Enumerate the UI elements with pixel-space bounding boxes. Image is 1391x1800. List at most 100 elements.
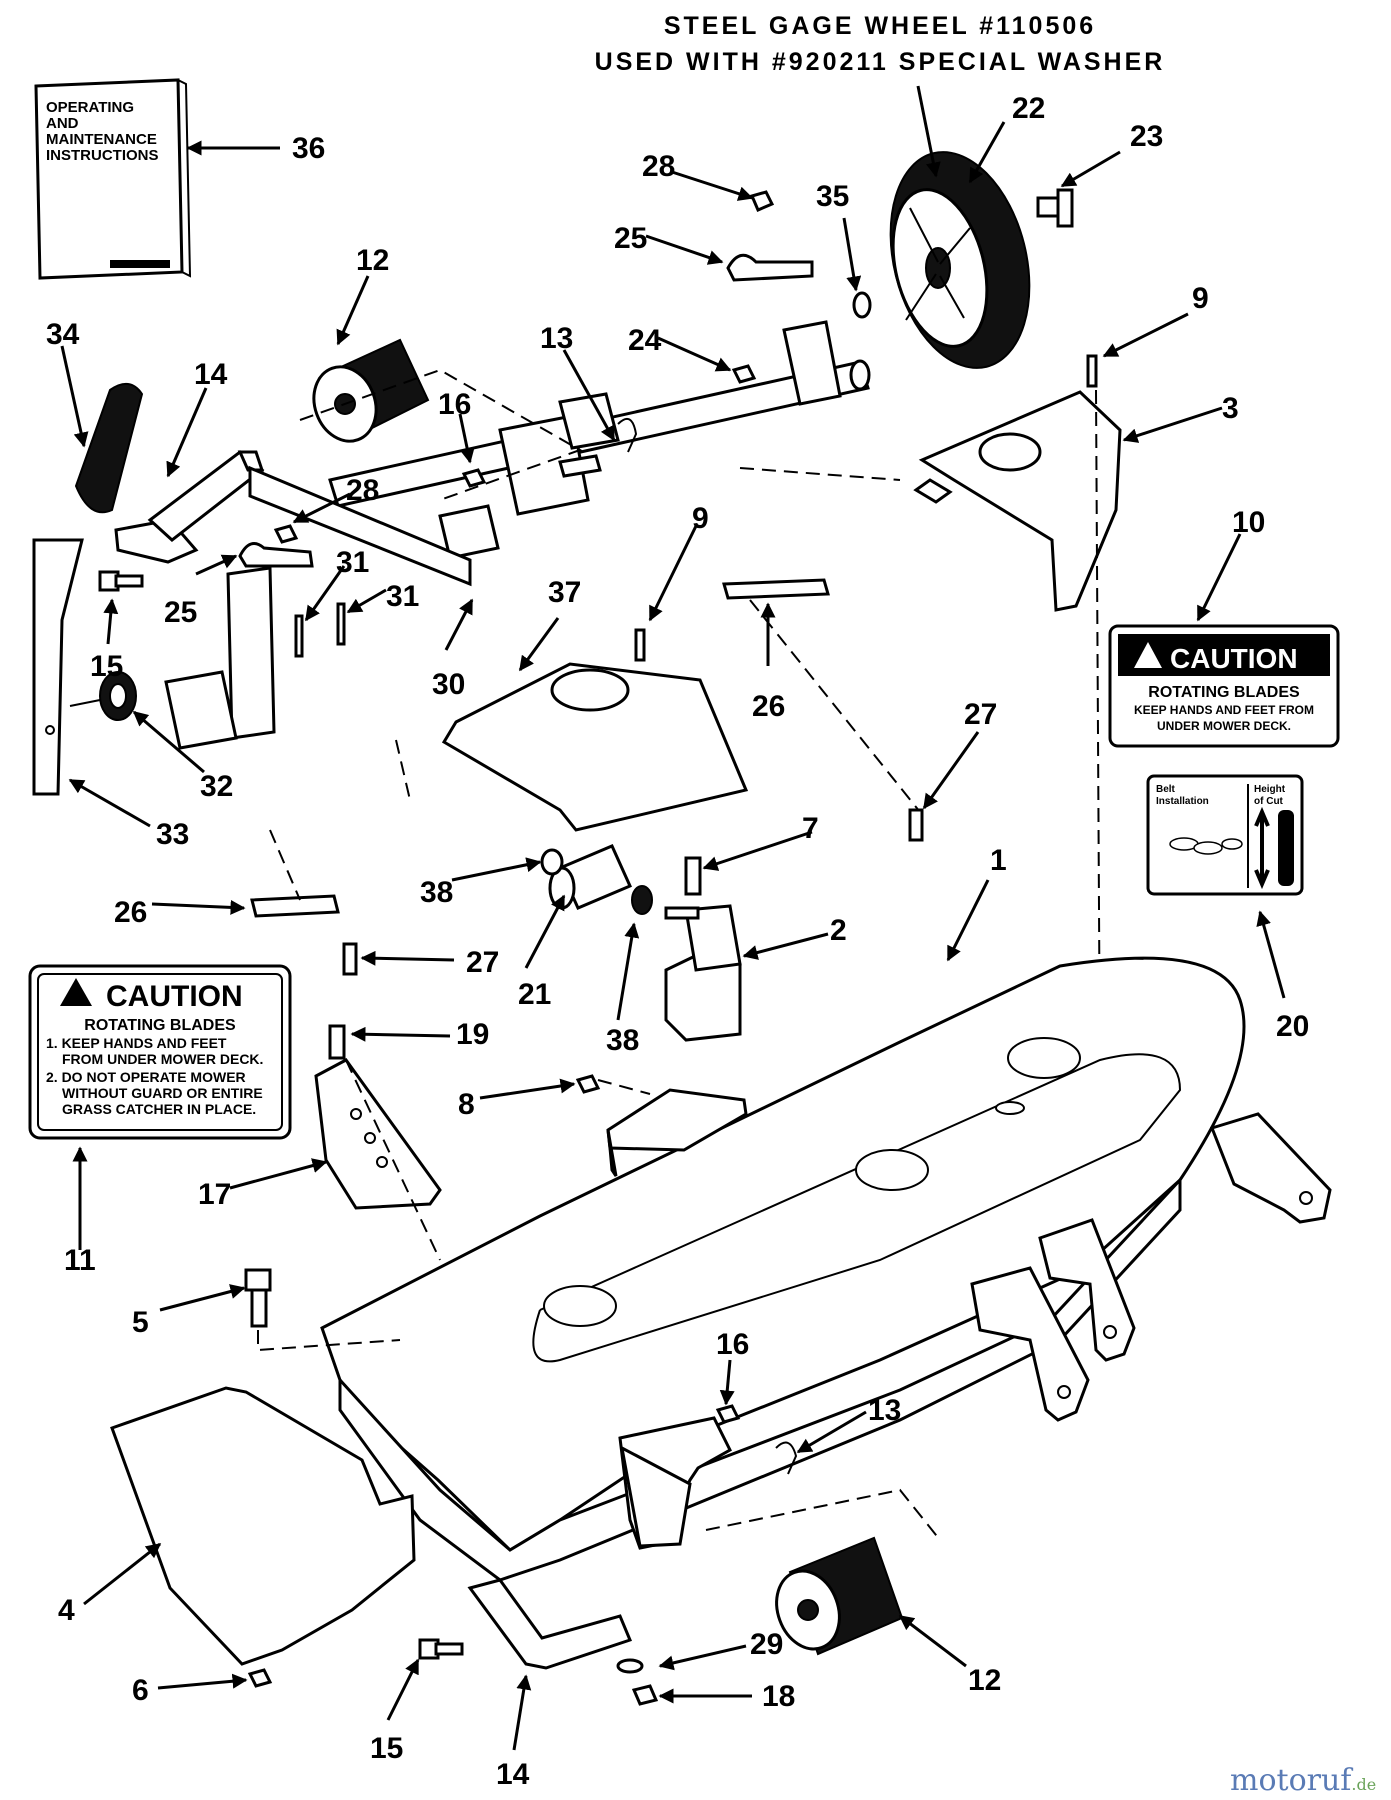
decal-11-line-6: GRASS CATCHER IN PLACE. <box>62 1101 256 1117</box>
decal-11-line-2: 1. KEEP HANDS AND FEET <box>46 1035 227 1051</box>
spindle-cover-3 <box>918 390 1122 612</box>
roller-top <box>312 338 430 443</box>
callout-6: 6 <box>132 1674 149 1707</box>
callout-3: 3 <box>1222 392 1239 425</box>
bolt-9-right <box>1086 354 1098 388</box>
callout-17: 17 <box>198 1178 231 1211</box>
callout-8: 8 <box>458 1088 475 1121</box>
manual-line-2: AND <box>46 115 79 132</box>
header-line-2: USED WITH #920211 SPECIAL WASHER <box>595 48 1166 76</box>
callout-26-center: 26 <box>752 690 785 723</box>
callout-12-top: 12 <box>356 244 389 277</box>
callout-16-bottom: 16 <box>716 1328 749 1361</box>
plate-26-center <box>722 578 830 600</box>
bolt-15-top <box>98 570 144 592</box>
nut-16-bottom <box>715 1404 741 1424</box>
decal-11-line-1: ROTATING BLADES <box>84 1017 236 1034</box>
manual-line-4: INSTRUCTIONS <box>46 147 159 164</box>
callout-21: 21 <box>518 978 551 1011</box>
bolt-27-right <box>908 808 924 842</box>
callout-13-bottom: 13 <box>868 1394 901 1427</box>
manual-line-1: OPERATING <box>46 99 134 116</box>
mower-deck <box>320 956 1246 1582</box>
decal-11-heading: CAUTION <box>106 980 243 1013</box>
decal-10-heading: CAUTION <box>1170 643 1298 674</box>
washer-38-bottom <box>631 885 653 915</box>
decal-11-line-4: 2. DO NOT OPERATE MOWER <box>46 1069 246 1085</box>
decal-20-right-title-2: of Cut <box>1254 796 1284 807</box>
pin-13-bottom <box>775 1441 798 1475</box>
washer-38-top <box>540 848 564 876</box>
callout-16-top: 16 <box>438 388 471 421</box>
spindle-cover-37 <box>441 662 749 832</box>
spring-32 <box>99 671 137 721</box>
callout-26-left: 26 <box>114 896 147 929</box>
nut-28-left <box>273 524 299 544</box>
callout-24: 24 <box>628 324 662 357</box>
callout-12-bottom: 12 <box>968 1664 1001 1697</box>
callout-35: 35 <box>816 180 849 213</box>
bolt-15-bottom <box>418 1638 464 1660</box>
nut-18 <box>631 1684 659 1706</box>
callout-37: 37 <box>548 576 581 609</box>
decal-10-line-1: ROTATING BLADES <box>1148 684 1300 701</box>
decal-20-right-title-1: Height <box>1254 784 1286 795</box>
washer-35 <box>852 291 872 319</box>
callout-31-a: 31 <box>336 546 369 579</box>
callout-27-right: 27 <box>964 698 997 731</box>
callout-30: 30 <box>432 668 465 701</box>
callout-36: 36 <box>292 132 325 165</box>
nut-16-top <box>461 468 487 488</box>
deflector-4 <box>110 1386 416 1666</box>
callout-4: 4 <box>58 1594 75 1627</box>
callout-25-right: 25 <box>614 222 647 255</box>
callout-23: 23 <box>1130 120 1163 153</box>
axle-bar <box>328 320 871 560</box>
callout-5: 5 <box>132 1306 149 1339</box>
callout-38-bottom: 38 <box>606 1024 639 1057</box>
deck-bracket-right-1 <box>970 1266 1090 1422</box>
decal-instructions-20: Belt Installation Height of Cut <box>1146 774 1304 896</box>
callout-9-center: 9 <box>692 502 709 535</box>
callout-25-left: 25 <box>164 596 197 629</box>
callout-22: 22 <box>1012 92 1045 125</box>
callout-10: 10 <box>1232 506 1265 539</box>
callout-2: 2 <box>830 914 847 947</box>
callout-38-left: 38 <box>420 876 453 909</box>
bolt-9-center <box>634 628 646 662</box>
bolt-19 <box>328 1024 346 1060</box>
decal-caution-10: CAUTION ROTATING BLADES KEEP HANDS AND F… <box>1108 624 1340 748</box>
callout-labels: 1 2 3 4 5 6 7 8 9 9 10 11 12 12 13 13 14… <box>46 92 1309 1791</box>
decal-20-left-title-2: Installation <box>1156 796 1209 807</box>
callout-34: 34 <box>46 318 80 351</box>
callout-31-b: 31 <box>386 580 419 613</box>
watermark: motoruf.de <box>1230 1763 1376 1798</box>
adjust-arm <box>32 538 84 796</box>
pivot-bracket-2 <box>664 904 742 1042</box>
decal-10-line-2: KEEP HANDS AND FEET FROM <box>1134 703 1314 717</box>
decal-11-line-5: WITHOUT GUARD OR ENTIRE <box>62 1085 263 1101</box>
callout-15-top: 15 <box>90 650 123 683</box>
deck-bracket-right-3 <box>1210 1112 1332 1224</box>
clip-25-top <box>238 542 314 568</box>
clip-25-right <box>726 253 814 282</box>
nut-8 <box>575 1074 601 1094</box>
decal-caution-11: CAUTION ROTATING BLADES 1. KEEP HANDS AN… <box>28 964 292 1140</box>
callout-14-top: 14 <box>194 358 228 391</box>
lift-lever-bottom <box>467 1416 732 1670</box>
callout-11: 11 <box>64 1244 96 1277</box>
decal-10-line-3: UNDER MOWER DECK. <box>1157 719 1291 733</box>
bolt-5 <box>244 1268 272 1328</box>
nut-24 <box>731 364 757 384</box>
callout-7: 7 <box>802 812 819 845</box>
callout-32: 32 <box>200 770 233 803</box>
callout-9-right: 9 <box>1192 282 1209 315</box>
deck-bracket-right-2 <box>1038 1218 1136 1362</box>
callout-14-bottom: 14 <box>496 1758 530 1791</box>
callout-20: 20 <box>1276 1010 1309 1043</box>
callout-29: 29 <box>750 1628 783 1661</box>
callout-28-left: 28 <box>346 474 379 507</box>
lift-lever-top <box>114 450 265 564</box>
callout-15-bottom: 15 <box>370 1732 403 1765</box>
pin-13-top <box>617 417 638 453</box>
